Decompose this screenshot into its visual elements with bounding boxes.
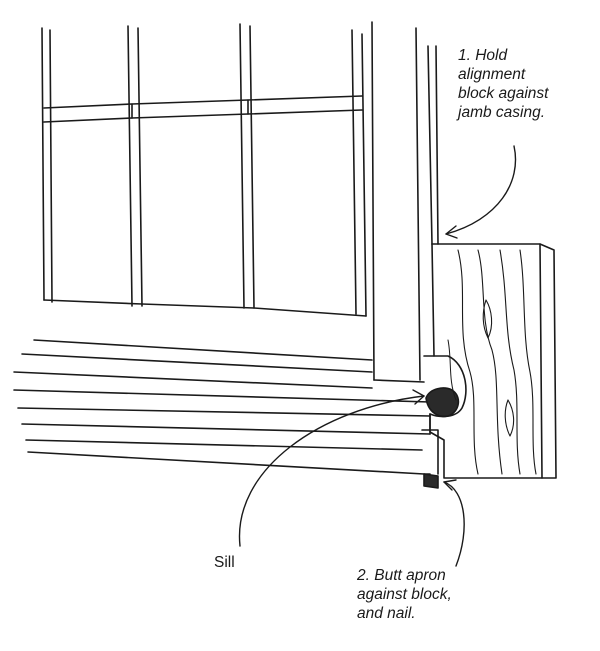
apron [423,473,439,489]
leader-lines [238,145,517,567]
sill [13,339,467,475]
callout-step-2-line-2: against block, [357,586,452,603]
alignment-block [429,243,557,479]
callout-step-1-line-2: alignment [458,66,526,83]
callout-step-2: 2. Butt apron against block, and nail. [357,566,452,623]
callout-step-1-line-4: jamb casing. [458,104,546,121]
jamb-casing [371,21,439,383]
callout-step-1: 1. Hold alignment block against jamb cas… [458,46,548,122]
callout-sill-label: Sill [214,554,235,571]
callout-sill: Sill [214,553,235,572]
callout-step-1-line-3: block against [458,85,549,102]
callout-step-1-line-1: 1. Hold [458,47,508,64]
window-sash [41,23,367,317]
callout-step-2-line-1: 2. Butt apron [357,567,446,584]
callout-step-2-line-3: and nail. [357,605,416,622]
